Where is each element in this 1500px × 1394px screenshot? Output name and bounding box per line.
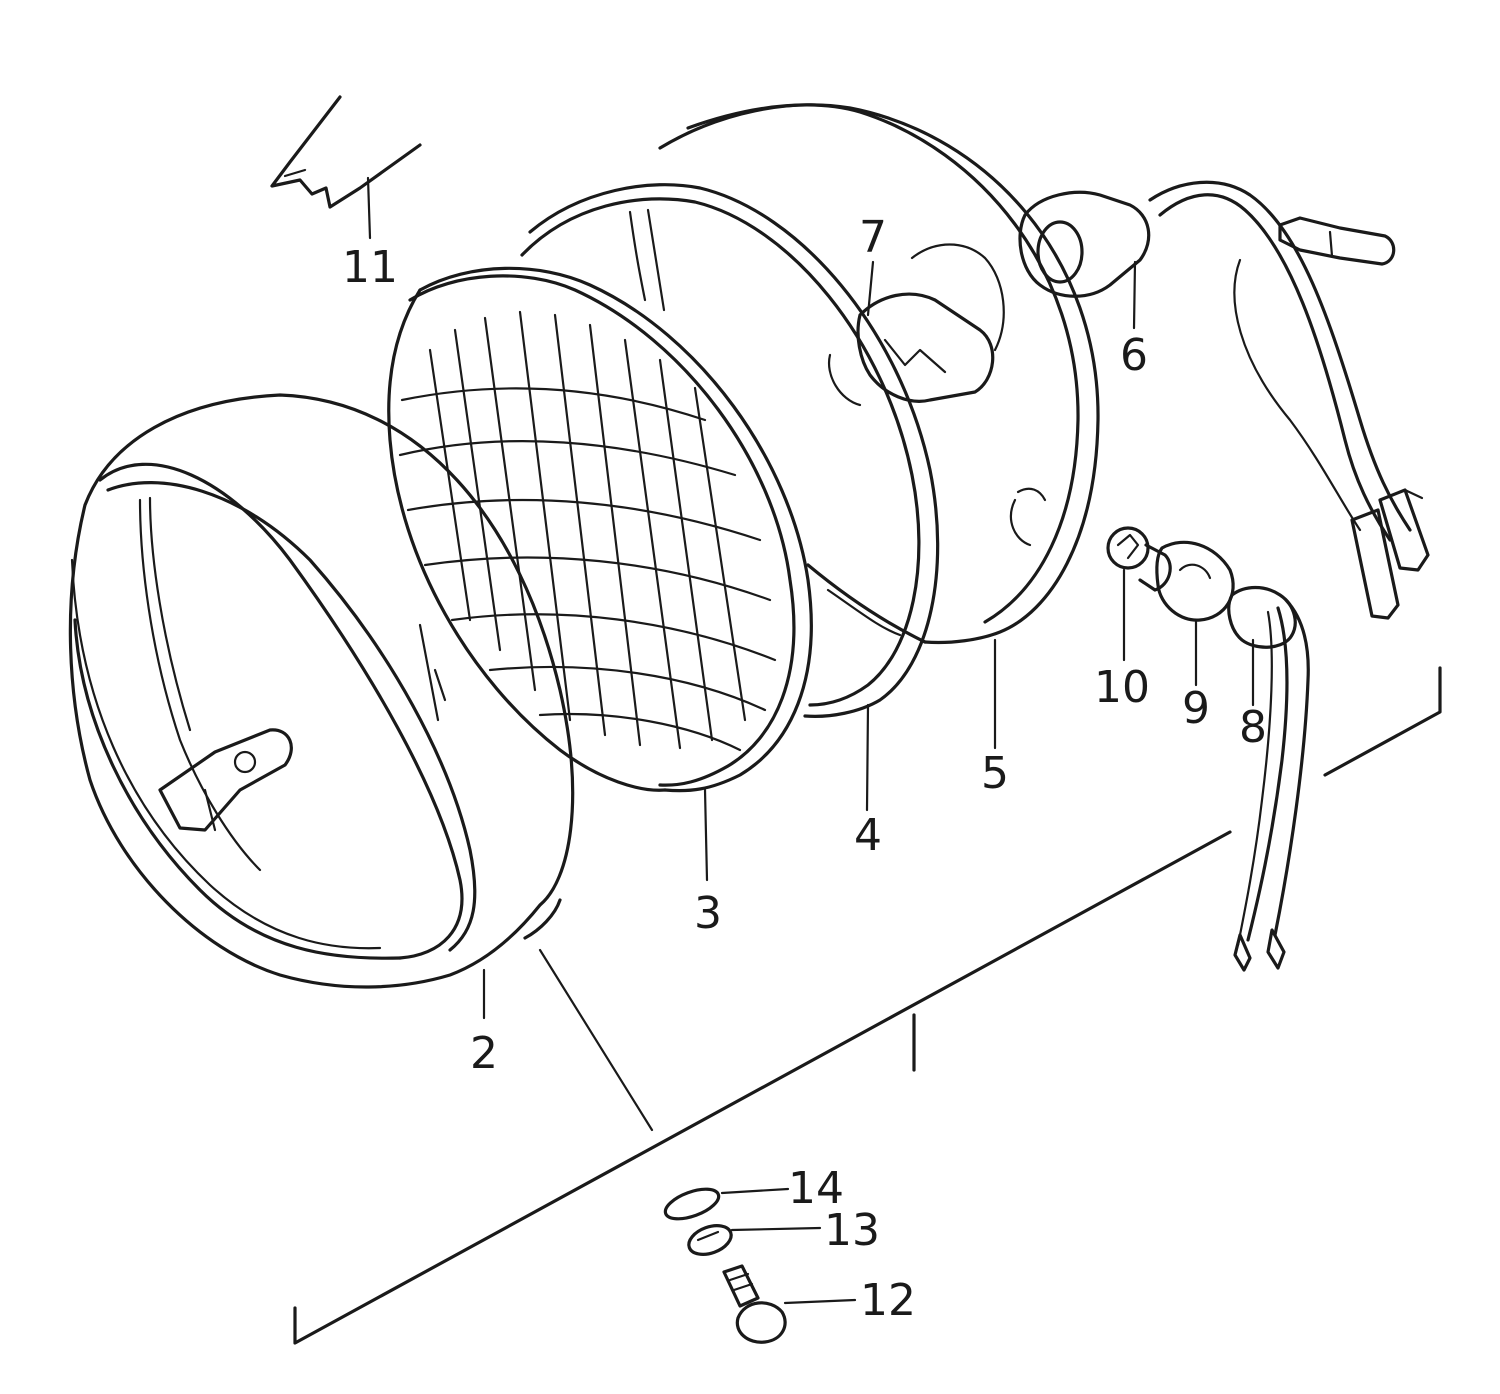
- callout-11: 11: [342, 242, 398, 293]
- callout-4: 4: [854, 810, 882, 861]
- part-3-sealed-beam: [387, 266, 813, 793]
- part-12-screw: [722, 1264, 787, 1344]
- callout-13: 13: [824, 1205, 880, 1256]
- callout-9: 9: [1182, 683, 1210, 734]
- callout-5: 5: [981, 748, 1009, 799]
- callout-14: 14: [788, 1163, 844, 1214]
- part-7-bulb: [827, 243, 1005, 407]
- callout-7: 7: [859, 212, 887, 263]
- part-9-collar: [1155, 540, 1235, 622]
- leader-lines: [293, 176, 1442, 1345]
- callout-2: 2: [470, 1028, 498, 1079]
- callout-12: 12: [860, 1275, 916, 1326]
- callout-8: 8: [1239, 702, 1267, 753]
- part-13-washer: [687, 1224, 733, 1256]
- callout-3: 3: [694, 888, 722, 939]
- part-6-socket: [1018, 180, 1430, 620]
- part-5-housing: [658, 103, 1100, 645]
- part-2-case: [68, 393, 575, 989]
- part-8-socket-leads: [1227, 585, 1310, 972]
- part-10-bulb: [1106, 526, 1172, 592]
- callout-10: 10: [1094, 662, 1150, 713]
- part-4-rim: [520, 183, 940, 718]
- callout-6: 6: [1120, 330, 1148, 381]
- part-14-washer: [663, 1187, 721, 1221]
- part-11-bracket: [270, 95, 422, 209]
- callout-labels: 2 3 4 5 6 7 8 9 10 11 12 13 14: [342, 212, 1267, 1326]
